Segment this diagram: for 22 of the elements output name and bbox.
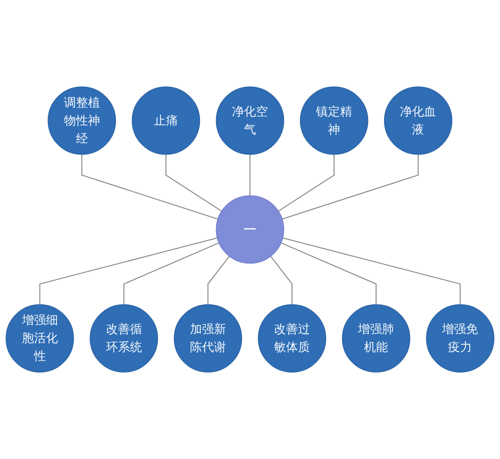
connector-line: [282, 238, 461, 306]
connector-line: [208, 256, 230, 306]
connector-line: [282, 154, 419, 220]
connector-line: [81, 154, 218, 220]
topic-circle: 加强新陈代谢: [174, 304, 242, 373]
connector-line: [270, 256, 292, 306]
topic-circle: 增强免疫力: [426, 304, 494, 373]
topic-circle: 净化空气: [216, 86, 284, 155]
connector-line: [123, 242, 220, 306]
connector-line: [280, 242, 377, 306]
hub-circle: 一: [216, 195, 284, 264]
topic-circle: 止痛: [132, 86, 200, 155]
topic-circle: 净化血液: [384, 86, 452, 155]
connector-line: [39, 238, 218, 306]
connector-line: [278, 154, 335, 212]
connector-line: [165, 154, 222, 212]
topic-circle: 改善循环系统: [90, 304, 158, 373]
topic-circle: 增强肺机能: [342, 304, 410, 373]
topic-circle: 改善过敏体质: [258, 304, 326, 373]
topic-circle: 镇定精神: [300, 86, 368, 155]
topic-circle: 调整植物性神经: [48, 86, 116, 155]
topic-circle: 增强细胞活化性: [6, 304, 74, 373]
